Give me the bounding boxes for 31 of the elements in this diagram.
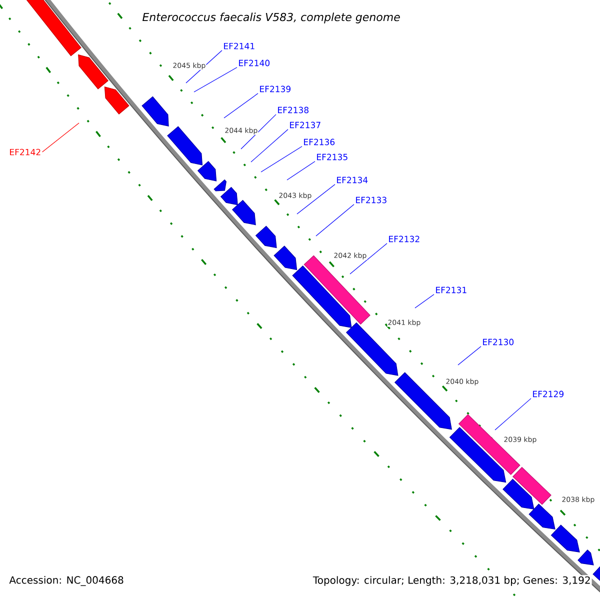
leader-line — [240, 114, 276, 150]
gene-label: EF2133 — [356, 196, 386, 204]
gene-label: EF2138 — [278, 106, 308, 114]
leader-line — [42, 122, 80, 152]
gene-label: EF2136 — [304, 138, 335, 146]
leader-line — [286, 161, 316, 180]
gene-label: EF2132 — [389, 236, 420, 242]
gene-label: EF2139 — [260, 86, 290, 92]
leader-line — [194, 67, 238, 92]
gene-label: EF2135 — [317, 154, 348, 160]
gene-label: EF2137 — [290, 122, 320, 128]
leader-line — [250, 129, 288, 162]
gene-label: EF2129 — [533, 390, 564, 398]
leader-line — [316, 204, 354, 236]
title: Enterococcus faecalis V583, complete genome — [142, 12, 400, 24]
footer-text: Topology: circular; Length: 3,218,031 bp; Genes: 3,192 — [312, 575, 592, 587]
leader-line — [186, 50, 222, 84]
gene-label: EF2140 — [239, 60, 270, 66]
leader-line — [296, 184, 336, 214]
gene-label: EF2141 — [224, 42, 254, 50]
leader-line — [494, 398, 532, 430]
gene-label: EF2130 — [483, 338, 514, 346]
leader-line — [414, 294, 434, 308]
gene-label: EF2142 — [10, 148, 40, 156]
footer-text: Accession: NC_004668 — [8, 575, 125, 587]
gene-label: EF2134 — [337, 176, 368, 184]
gene-label: EF2131 — [436, 286, 466, 294]
leader-line — [350, 243, 388, 274]
leader-line — [224, 93, 258, 118]
leader-line — [458, 346, 482, 366]
leader-line — [260, 146, 302, 172]
